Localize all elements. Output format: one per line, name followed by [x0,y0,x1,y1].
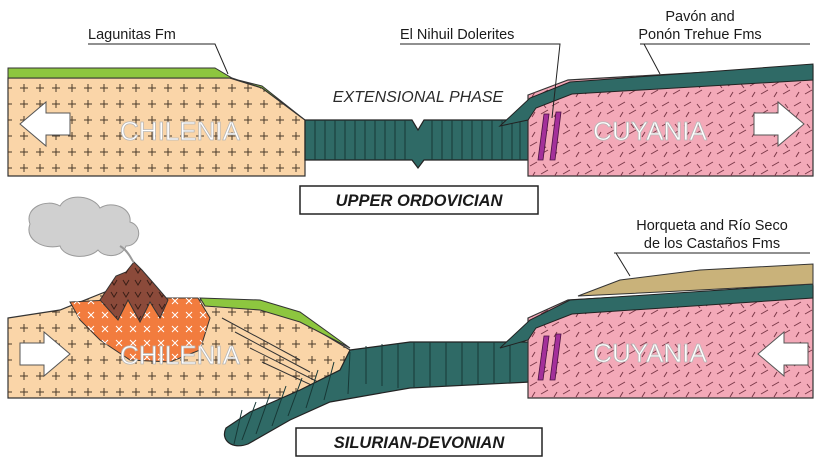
ash-column [120,246,134,262]
pavon-label-line2: Ponón Trehue Fms [638,27,761,43]
chilenia-label-upper: CHILENIA [120,116,241,146]
horqueta-label-line1: Horqueta and Río Seco [636,218,788,234]
lagunitas-fm-label: Lagunitas Fm [88,27,176,43]
horqueta-label-line2: de los Castaños Fms [644,236,780,252]
chilenia-label-lower: CHILENIA [120,340,241,370]
extensional-phase-label: EXTENSIONAL PHASE [333,89,504,106]
extensional-crust-upper [305,120,528,168]
upper-ordovician-panel: CHILENIA CUYANIA Lagunitas Fm El Nihuil … [8,9,813,214]
pavon-label-line1: Pavón and [665,9,734,25]
silurian-devonian-panel: CHILENIA CUYANIA Horqueta and Río Seco d… [8,197,813,456]
cuyania-label-upper: CUYANIA [593,116,707,146]
nihuil-dolerites-label: El Nihuil Dolerites [400,27,514,43]
upper-ordovician-label: UPPER ORDOVICIAN [336,192,504,210]
cuyania-label-lower: CUYANIA [593,338,707,368]
silurian-devonian-label: SILURIAN-DEVONIAN [334,434,506,452]
